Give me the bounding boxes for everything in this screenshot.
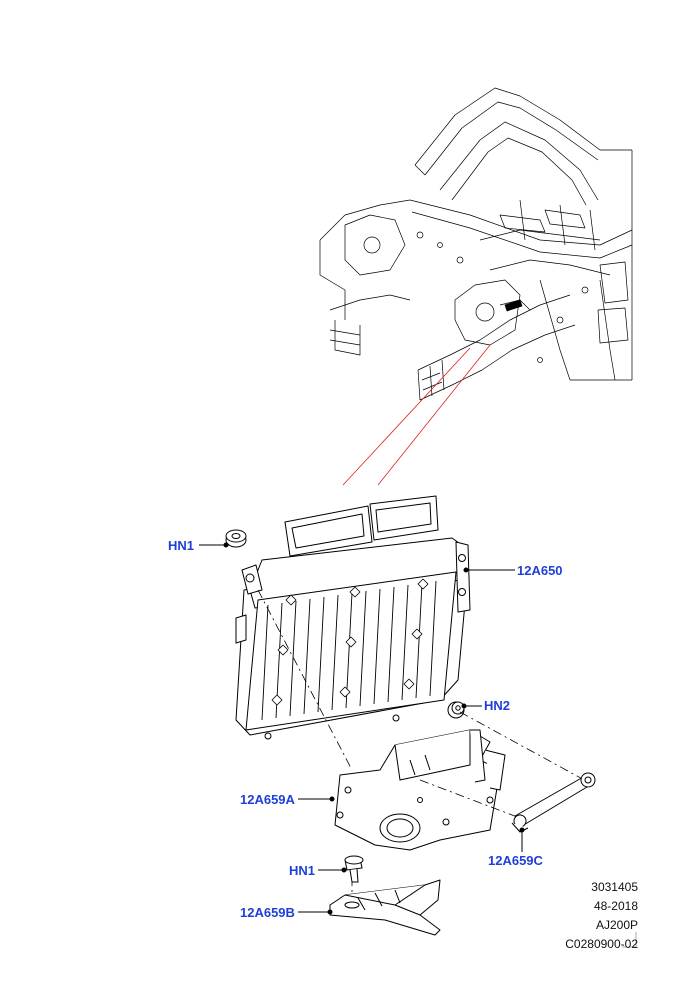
callout-12a650: 12A650 <box>517 563 563 578</box>
callout-12a659a: 12A659A <box>240 792 295 807</box>
callout-leaders <box>199 542 525 915</box>
catalogue-code: C0280900-02 <box>565 937 638 951</box>
module-mounting-studs <box>271 578 429 706</box>
bracket-12a659c <box>511 772 596 833</box>
callout-12a659c: 12A659C <box>488 853 543 868</box>
section-code: 48-2018 <box>593 899 638 913</box>
cooling-fins <box>261 580 437 721</box>
bracket-12a659b <box>329 879 441 936</box>
location-guide-lines <box>342 344 491 486</box>
engine-code: AJ200P <box>595 918 638 932</box>
illustration-reference: 3031405 48-2018 AJ200P C0280900-02 <box>565 878 638 954</box>
vehicle-body-structure <box>319 87 633 401</box>
engine-control-module <box>235 495 471 740</box>
callout-12a659b: 12A659B <box>240 905 295 920</box>
bracket-12a659a <box>334 729 506 851</box>
nut-hn1-top <box>225 529 247 548</box>
corner-mark <box>622 932 637 948</box>
callout-hn2: HN2 <box>484 698 511 713</box>
bolt-hn1-bottom <box>344 855 364 883</box>
callout-hn1-bottom: HN1 <box>289 863 316 878</box>
nut-hn2 <box>447 701 465 719</box>
callout-hn1-top: HN1 <box>168 538 195 553</box>
illustration-number: 3031405 <box>591 880 638 894</box>
